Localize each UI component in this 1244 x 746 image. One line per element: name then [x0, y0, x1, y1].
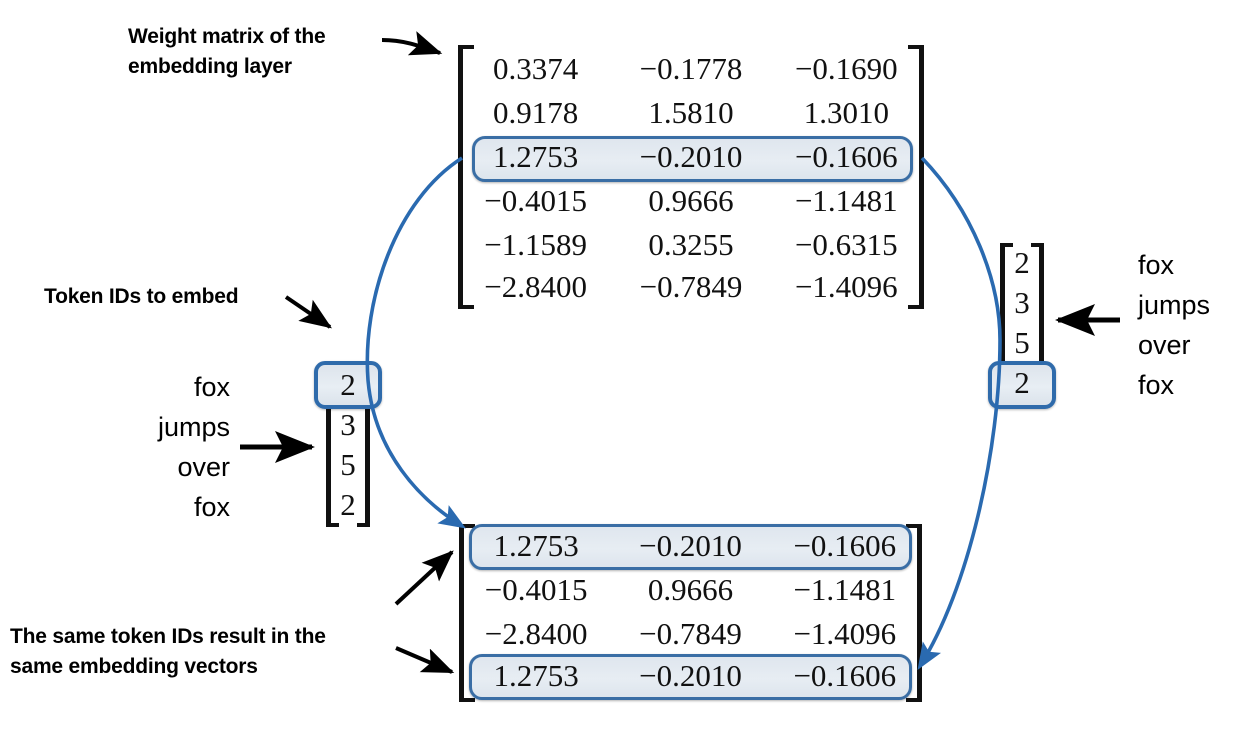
matrix-cell: −0.2010 [639, 658, 742, 693]
token-id-cell: 5 [1014, 325, 1030, 360]
matrix-cell: −1.1589 [484, 227, 588, 262]
matrix-row: −2.8400 −0.7849 −1.4096 [458, 265, 924, 309]
matrix-cell: −2.8400 [484, 269, 588, 304]
matrix-cell: −1.1481 [794, 183, 898, 218]
matrix-cell: −1.4096 [793, 616, 897, 651]
matrix-cell: 0.9178 [493, 95, 579, 130]
matrix-cell: 1.2753 [493, 658, 579, 693]
matrix-row-highlighted: 1.2753 −0.2010 −0.1606 [459, 654, 922, 698]
matrix-cell: −0.1778 [639, 51, 743, 86]
word-item: fox [1138, 250, 1175, 280]
matrix-cell: 0.9666 [647, 572, 734, 607]
matrix-cell: 0.3374 [493, 51, 579, 86]
matrix-cell: 1.5810 [648, 95, 734, 130]
matrix-cell: 1.2753 [493, 139, 579, 174]
token-id-cell: 5 [340, 447, 356, 482]
token-id-cell: 3 [340, 407, 356, 442]
word-item: jumps [1138, 290, 1211, 320]
matrix-row: −1.1589 0.3255 −0.6315 [458, 223, 924, 267]
matrix-cell: 0.3255 [648, 227, 734, 262]
word-item: jumps [157, 412, 230, 442]
highlight-pill-output-row-first [469, 524, 912, 570]
annotation-same-embedding-vectors: The same token IDs result in the same em… [10, 625, 326, 679]
highlight-pill-weight-row [472, 136, 913, 182]
matrix-cell: −2.8400 [484, 616, 588, 651]
matrix-cell: −0.7849 [639, 616, 742, 651]
matrix-cell: 0.9666 [648, 183, 734, 218]
matrix-cell: −0.2010 [639, 139, 743, 174]
highlight-pill-output-row-last [469, 654, 912, 700]
curve-weight-row-to-output-first [365, 156, 466, 529]
word-list-right: fox jumps over fox [1138, 245, 1244, 405]
arrow-to-output-row-first [394, 550, 454, 606]
matrix-cell: 1.2753 [493, 528, 579, 563]
matrix-cell: −1.1481 [793, 572, 897, 607]
matrix-cell: −1.4096 [794, 269, 898, 304]
matrix-cell: −0.1606 [793, 528, 897, 563]
curve-weight-row-to-output-last [917, 156, 1002, 670]
matrix-cell: −0.4015 [484, 183, 588, 218]
embedded-token-matrix: 1.2753 −0.2010 −0.1606 −0.4015 0.9666 −1… [459, 524, 922, 702]
matrix-cell: −0.1690 [794, 51, 898, 86]
bracket-left [459, 524, 475, 702]
token-ids-left-vector: 2 3 5 2 [314, 361, 382, 527]
matrix-cell: −0.1606 [793, 658, 897, 693]
word-item: fox [1138, 370, 1175, 400]
matrix-row-highlighted: 1.2753 −0.2010 −0.1606 [458, 135, 924, 179]
matrix-row-highlighted: 1.2753 −0.2010 −0.1606 [459, 524, 922, 568]
word-item: over [1138, 330, 1191, 360]
word-item: fox [193, 492, 230, 522]
matrix-cell: −0.1606 [794, 139, 898, 174]
matrix-cell: −0.2010 [639, 528, 742, 563]
embedding-weight-matrix: 0.3374 −0.1778 −0.1690 0.9178 1.5810 1.3… [458, 45, 924, 309]
annotation-token-ids: Token IDs to embed [44, 285, 239, 308]
matrix-row: −0.4015 0.9666 −1.1481 [458, 179, 924, 223]
word-item: over [177, 452, 230, 482]
word-list-left: fox jumps over fox [100, 367, 230, 527]
token-id-cell: 2 [1014, 245, 1030, 280]
matrix-row: 0.3374 −0.1778 −0.1690 [458, 47, 924, 91]
matrix-cell: −0.6315 [794, 227, 898, 262]
matrix-row: −0.4015 0.9666 −1.1481 [459, 568, 922, 612]
matrix-cell: −0.4015 [484, 572, 588, 607]
token-id-cell: 3 [1014, 285, 1030, 320]
matrix-cell: −0.7849 [639, 269, 743, 304]
word-item: fox [193, 372, 230, 402]
matrix-cell: 1.3010 [803, 95, 889, 130]
token-id-cell: 2 [340, 367, 356, 402]
matrix-row: 0.9178 1.5810 1.3010 [458, 91, 924, 135]
annotation-weight-matrix: Weight matrix of the embedding layer [128, 25, 326, 79]
token-id-cell: 2 [340, 487, 356, 522]
matrix-row: −2.8400 −0.7849 −1.4096 [459, 612, 922, 656]
token-ids-right-vector: 2 3 5 2 [988, 243, 1056, 409]
token-id-cell: 2 [1014, 365, 1030, 400]
